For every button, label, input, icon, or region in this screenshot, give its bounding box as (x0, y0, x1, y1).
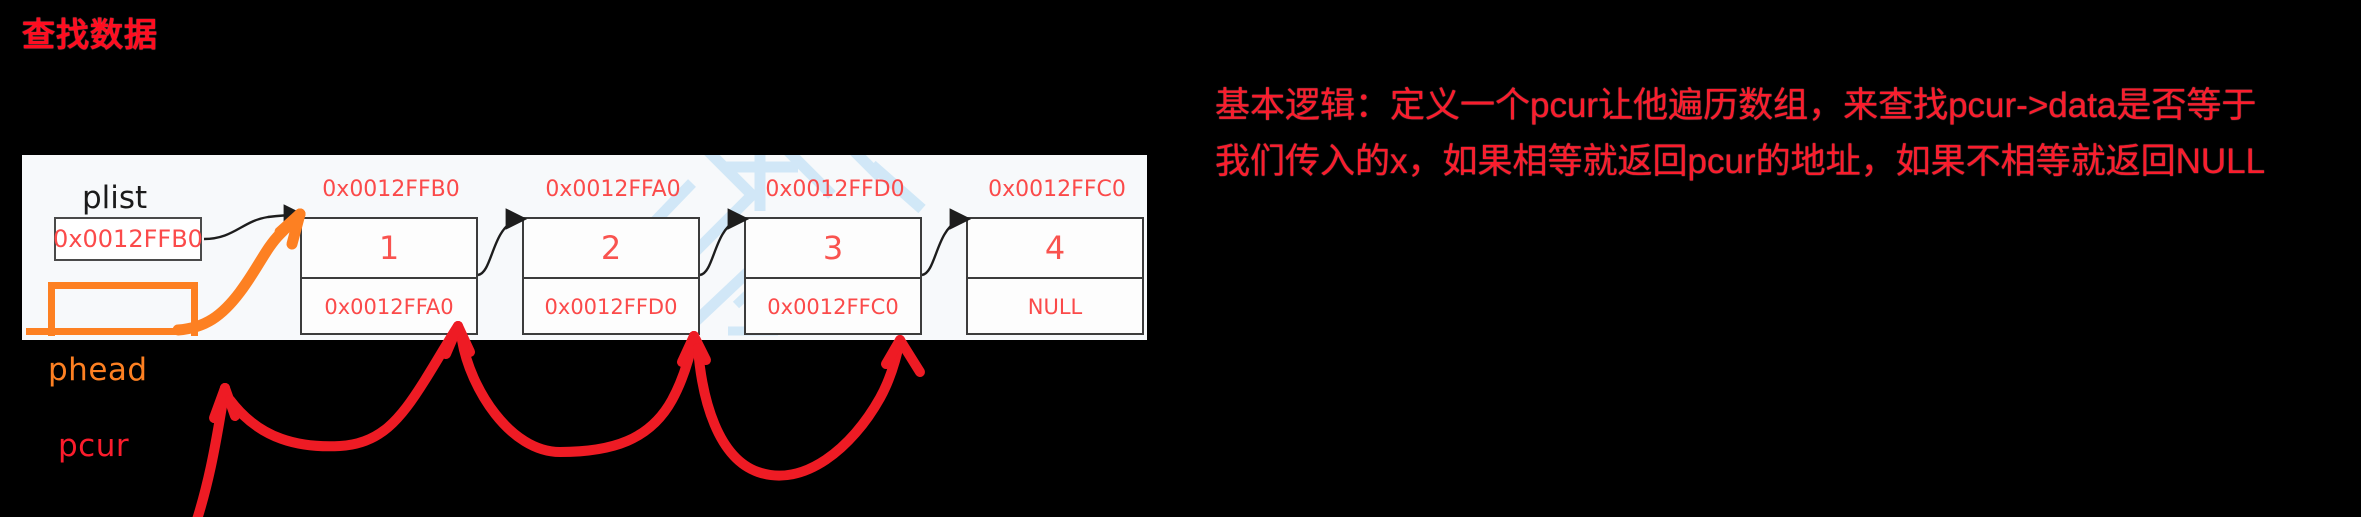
explanation-line-1: 基本逻辑：定义一个pcur让他遍历数组，来查找pcur->data是否等于 (1215, 86, 2257, 125)
node-next-pointer: 0x0012FFA0 (324, 295, 454, 319)
node-data: 3 (746, 219, 920, 279)
phead-label: phead (48, 352, 148, 388)
list-node: 0x0012FFA0 2 0x0012FFD0 (522, 177, 700, 335)
pcur-arrow-icon (192, 321, 925, 517)
linked-list-diagram: plist 0x0012FFB0 0x0012FFB0 1 0x0012FFA0… (22, 155, 1147, 340)
page-title: 查找数据 (22, 16, 158, 53)
list-node: 0x0012FFC0 4 NULL (966, 177, 1144, 335)
node-address: 0x0012FFC0 (988, 177, 1126, 202)
node-data: 1 (302, 219, 476, 279)
node-data: 2 (524, 219, 698, 279)
node-address: 0x0012FFB0 (322, 177, 460, 202)
pcur-label: pcur (58, 428, 130, 464)
plist-value-box: 0x0012FFB0 (53, 217, 203, 261)
node-next-pointer: 0x0012FFD0 (544, 295, 678, 319)
list-node: 0x0012FFD0 3 0x0012FFC0 (744, 177, 922, 335)
plist-label: plist (82, 180, 148, 216)
phead-highlight-bottom (26, 328, 176, 335)
node-address: 0x0012FFD0 (765, 177, 905, 202)
node-next-pointer: NULL (1027, 295, 1083, 319)
node-next-pointer: 0x0012FFC0 (767, 295, 899, 319)
node-data: 4 (968, 219, 1142, 279)
node-address: 0x0012FFA0 (545, 177, 681, 202)
explanation-text: 基本逻辑：定义一个pcur让他遍历数组，来查找pcur->data是否等于 我们… (1215, 78, 2355, 190)
list-node: 0x0012FFB0 1 0x0012FFA0 (300, 177, 478, 335)
explanation-line-2: 我们传入的x，如果相等就返回pcur的地址，如果不相等就返回NULL (1215, 142, 2266, 181)
plist-value: 0x0012FFB0 (53, 225, 203, 253)
